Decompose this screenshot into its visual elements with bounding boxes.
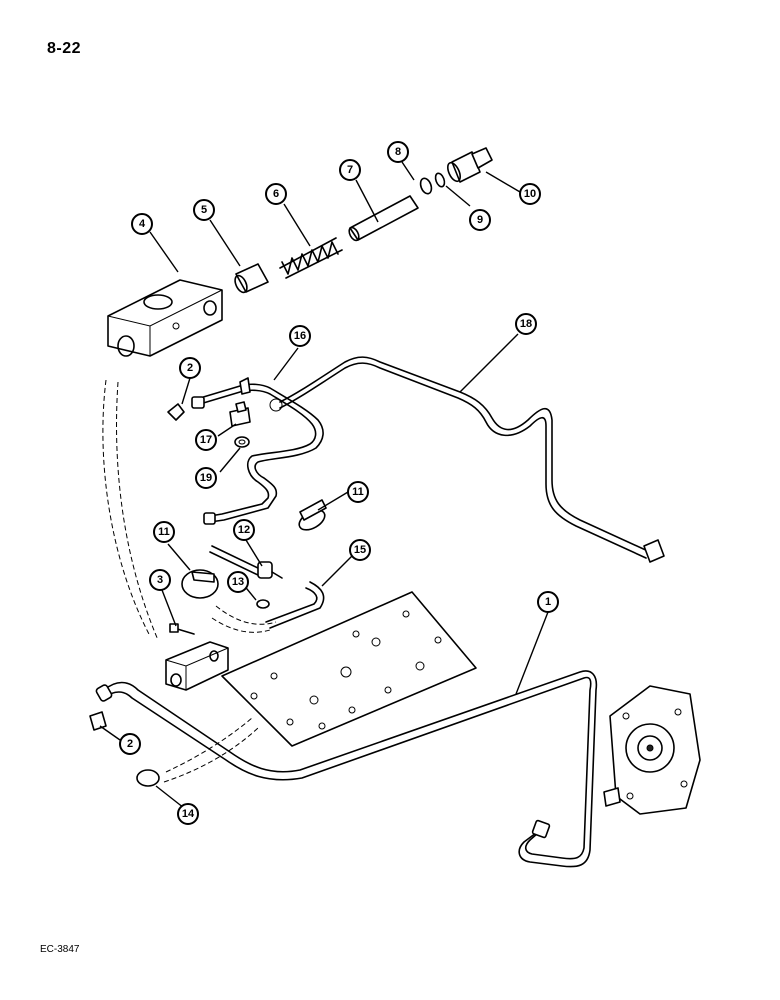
svg-text:7: 7	[347, 164, 353, 176]
svg-text:2: 2	[127, 738, 133, 750]
svg-text:4: 4	[139, 218, 146, 230]
svg-text:14: 14	[182, 808, 195, 820]
callout-1: 1	[537, 591, 559, 613]
callout-8: 8	[387, 141, 409, 163]
callout-11-right: 11	[347, 481, 369, 503]
svg-text:11: 11	[352, 486, 364, 498]
clamp-11-right	[298, 499, 327, 531]
fitting-2-upper	[167, 403, 185, 421]
plunger-7	[348, 195, 419, 242]
callout-19: 19	[195, 467, 217, 489]
nut-19	[234, 436, 250, 448]
callout-14: 14	[177, 803, 199, 825]
callout-4: 4	[131, 213, 153, 235]
callout-11-left: 11	[153, 521, 175, 543]
svg-text:9: 9	[477, 214, 483, 226]
callout-10: 10	[519, 183, 541, 205]
callout-13: 13	[227, 571, 249, 593]
callout-17: 17	[195, 429, 217, 451]
svg-text:15: 15	[354, 544, 366, 556]
tube-16	[191, 377, 324, 525]
tee-17	[229, 401, 251, 427]
callout-5: 5	[193, 199, 215, 221]
svg-text:2: 2	[187, 362, 193, 374]
callout-9: 9	[469, 209, 491, 231]
washer-8	[419, 177, 433, 195]
callout-7: 7	[339, 159, 361, 181]
svg-text:13: 13	[232, 576, 244, 588]
callout-15: 15	[349, 539, 371, 561]
svg-text:8: 8	[395, 146, 401, 158]
valve-block-4	[107, 279, 223, 357]
callout-12: 12	[233, 519, 255, 541]
bolt-3	[169, 623, 195, 635]
svg-text:10: 10	[524, 188, 536, 200]
figure-code: EC-3847	[40, 944, 80, 955]
callout-3: 3	[149, 569, 171, 591]
hose-15	[265, 581, 325, 629]
svg-text:1: 1	[545, 596, 551, 608]
hose-12	[209, 545, 283, 579]
clamp-11-left	[181, 569, 219, 599]
callout-18: 18	[515, 313, 537, 335]
svg-text:17: 17	[200, 434, 212, 446]
clip-14	[136, 769, 160, 787]
callout-2-lower: 2	[119, 733, 141, 755]
svg-text:12: 12	[238, 524, 250, 536]
callout-16: 16	[289, 325, 311, 347]
fitting-10	[447, 147, 493, 183]
o-ring-9	[434, 172, 446, 188]
spring-6	[279, 237, 343, 279]
callout-6: 6	[265, 183, 287, 205]
sleeve-5	[234, 263, 269, 294]
ring-13	[256, 599, 270, 609]
svg-text:11: 11	[158, 526, 170, 538]
svg-text:19: 19	[200, 472, 212, 484]
gasket-plate	[221, 591, 477, 747]
svg-text:16: 16	[294, 330, 306, 342]
callout-2-upper: 2	[179, 357, 201, 379]
lower-block	[165, 641, 229, 691]
fitting-2-lower	[89, 711, 107, 731]
pump-housing	[603, 685, 701, 815]
page-number: 8-22	[47, 40, 82, 57]
svg-text:3: 3	[157, 574, 163, 586]
tube-1	[95, 670, 598, 868]
tube-18	[269, 356, 665, 563]
svg-text:5: 5	[201, 204, 207, 216]
svg-text:6: 6	[273, 188, 279, 200]
svg-text:18: 18	[520, 318, 532, 330]
